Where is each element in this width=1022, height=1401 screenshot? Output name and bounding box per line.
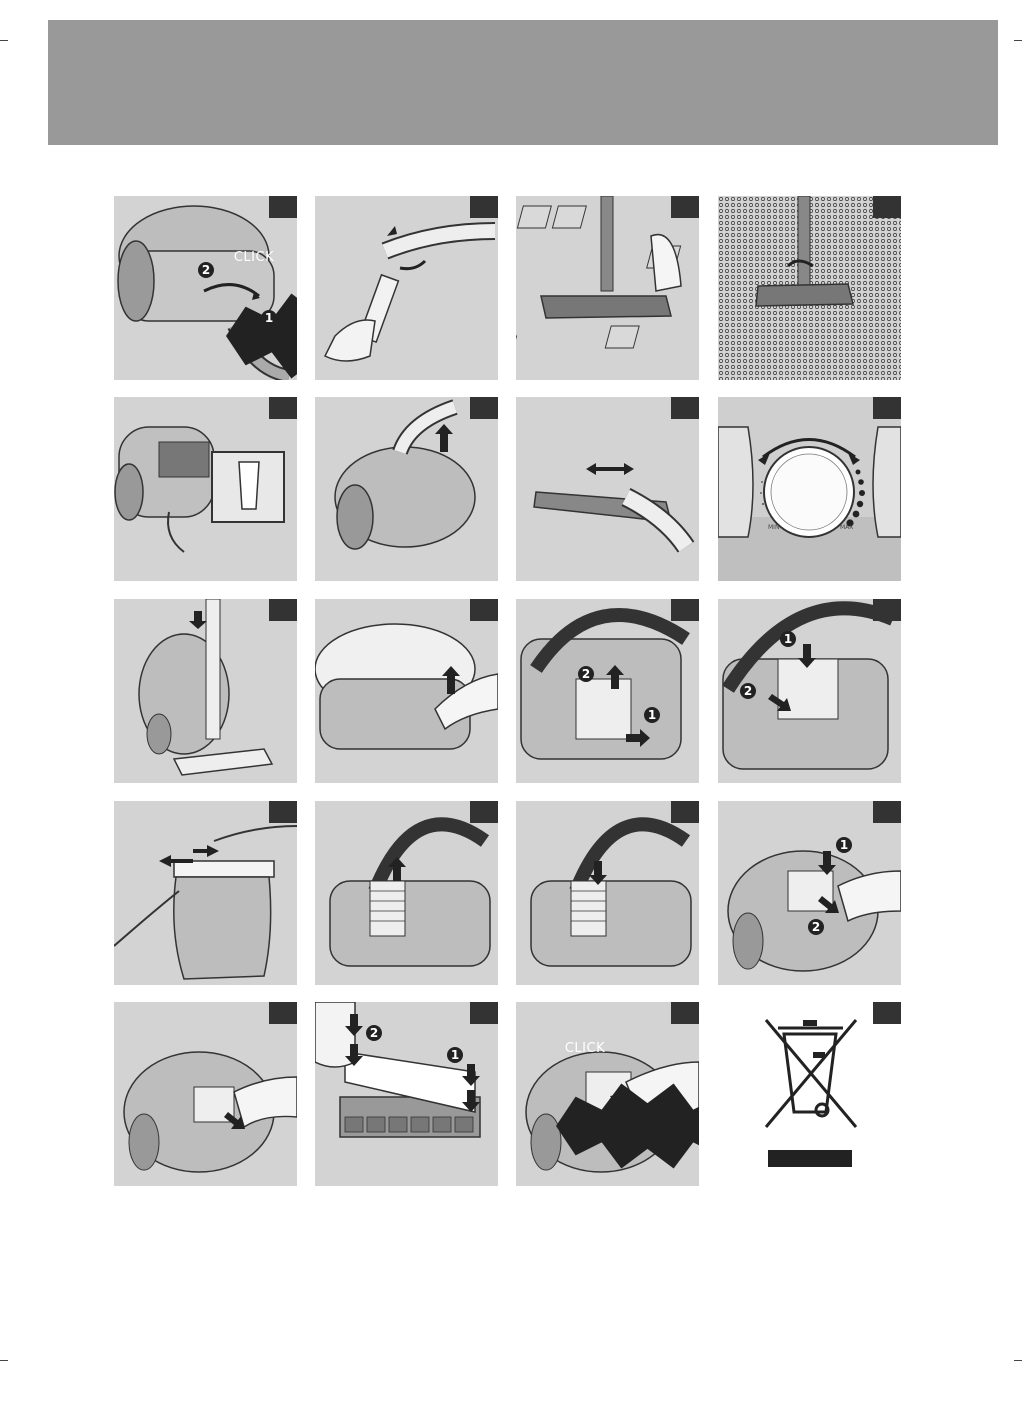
weee-bar (768, 1150, 852, 1167)
exhaust-filter-remove-illustration (114, 1002, 297, 1186)
step-number-box (269, 599, 297, 621)
tube-attach-illustration (315, 196, 498, 380)
power-dial-illustration (718, 397, 901, 581)
step-number-box (671, 801, 699, 823)
step-badge-1: 1 (447, 1047, 463, 1063)
panel-16: 1 2 (718, 801, 901, 985)
panel-6 (315, 397, 498, 581)
click-label: CLICK (226, 244, 282, 270)
step-badge-2: 2 (578, 666, 594, 682)
filter-cover-replace-illustration (315, 1002, 498, 1186)
crop-mark-br (1014, 1360, 1022, 1361)
step-badge-2: 2 (366, 1025, 382, 1041)
step-number-box (470, 196, 498, 218)
step-number-box (269, 1002, 297, 1024)
illustration-grid: CLICK 2 1 (114, 196, 902, 1186)
step-number-box (671, 196, 699, 218)
carry-handle-illustration (315, 397, 498, 581)
step-number-box (671, 599, 699, 621)
header-band (48, 20, 998, 145)
click-burst-icon: CLICK (226, 244, 282, 270)
step-badge-1: 1 (836, 837, 852, 853)
panel-13 (114, 801, 297, 985)
suction-slide-illustration (516, 397, 699, 581)
dial-min-label: MIN (768, 524, 779, 531)
panel-10 (315, 599, 498, 783)
panel-5 (114, 397, 297, 581)
step-number-box (873, 397, 901, 419)
panel-19: CLICK (516, 1002, 699, 1186)
panel-9 (114, 599, 297, 783)
step-number-box (873, 801, 901, 823)
hard-floor-nozzle-illustration (516, 196, 699, 380)
insert-filter-illustration (516, 801, 699, 985)
crop-mark-bl (0, 1360, 8, 1361)
bag-cardboard-illustration (114, 801, 297, 985)
panel-7 (516, 397, 699, 581)
crevice-tool-storage-illustration (114, 397, 297, 581)
step-badge-1: 1 (780, 631, 796, 647)
panel-18: 2 1 (315, 1002, 498, 1186)
park-position-illustration (114, 599, 297, 783)
panel-8: MIN MAX (718, 397, 901, 581)
panel-17 (114, 1002, 297, 1186)
step-badge-1: 1 (261, 310, 277, 326)
step-number-box (470, 1002, 498, 1024)
step-number-box (873, 196, 901, 218)
step-number-box (269, 801, 297, 823)
step-number-box (470, 397, 498, 419)
step-number-box (269, 196, 297, 218)
step-number-box (671, 1002, 699, 1024)
step-badge-2: 2 (740, 683, 756, 699)
crop-mark-tr (1014, 40, 1022, 41)
step-number-box (470, 599, 498, 621)
dial-max-label: MAX (840, 524, 853, 531)
carpet-nozzle-illustration (718, 196, 901, 380)
panel-20 (718, 1002, 901, 1186)
step-badge-2: 2 (198, 262, 214, 278)
panel-1: CLICK 2 1 (114, 196, 297, 380)
panel-2 (315, 196, 498, 380)
click-label: CLICK (556, 1034, 614, 1062)
remove-bag-holder-illustration (516, 599, 699, 783)
panel-15 (516, 801, 699, 985)
step-number-box (269, 397, 297, 419)
step-number-box (873, 1002, 901, 1024)
step-number-box (671, 397, 699, 419)
step-number-box (873, 599, 901, 621)
step-badge-1: 1 (644, 707, 660, 723)
open-cover-illustration (315, 599, 498, 783)
panel-12: 1 2 (718, 599, 901, 783)
crop-mark-tl (0, 40, 8, 41)
click-burst-icon: CLICK (556, 1034, 614, 1062)
remove-filter-illustration (315, 801, 498, 985)
panel-4 (718, 196, 901, 380)
panel-11: 2 1 (516, 599, 699, 783)
panel-14 (315, 801, 498, 985)
step-number-box (470, 801, 498, 823)
panel-3 (516, 196, 699, 380)
remove-exhaust-grille-illustration (718, 801, 901, 985)
step-badge-2: 2 (808, 919, 824, 935)
